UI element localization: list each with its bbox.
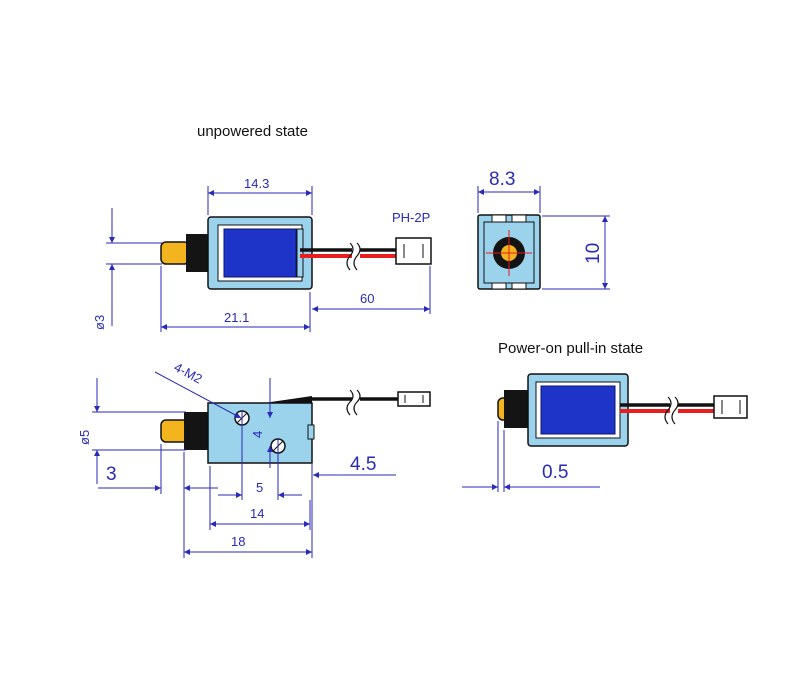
coil bbox=[223, 228, 297, 278]
dim-pulled-gap: 0.5 bbox=[462, 421, 600, 492]
dim-shaft-dia: ø5 bbox=[77, 378, 186, 484]
dim-top-width: 14.3 bbox=[207, 176, 313, 215]
dim-body-length: 18 bbox=[184, 534, 312, 555]
dim-label-4: 4 bbox=[250, 431, 265, 438]
collar bbox=[186, 234, 210, 272]
dim-plunger-dia: ø3 bbox=[92, 208, 162, 330]
dim-label-14: 14 bbox=[250, 506, 264, 521]
dim-label-21-1: 21.1 bbox=[224, 310, 249, 325]
dim-label-10: 10 bbox=[583, 243, 604, 264]
title-power-on: Power-on pull-in state bbox=[498, 340, 643, 357]
dim-label-8-3: 8.3 bbox=[489, 169, 515, 190]
dim-stroke: 3 bbox=[98, 444, 218, 558]
dim-label-phi3: ø3 bbox=[92, 315, 107, 330]
plunger bbox=[160, 241, 190, 265]
solenoid-bottom-view bbox=[160, 389, 431, 464]
dim-hole-offsets: 4 bbox=[241, 378, 279, 500]
solenoid-end-view bbox=[477, 214, 541, 290]
dim-overall-length: 21.1 bbox=[160, 266, 311, 332]
title-unpowered: unpowered state bbox=[197, 123, 308, 140]
dim-label-60: 60 bbox=[360, 291, 374, 306]
solenoid-power-on-view bbox=[497, 373, 748, 447]
dim-wire-length: 60 bbox=[312, 266, 431, 314]
dim-label-0-5: 0.5 bbox=[542, 462, 568, 483]
dim-label-4-m2: 4-M2 bbox=[172, 359, 205, 386]
dim-hole-spacing: 14 bbox=[209, 466, 311, 530]
dim-label-4-5: 4.5 bbox=[350, 454, 376, 475]
dim-side-gap: 4.5 bbox=[311, 454, 396, 558]
connector-ph2p bbox=[395, 237, 432, 265]
solenoid-unpowered-side-view bbox=[160, 216, 432, 290]
dim-end-height: 10 bbox=[542, 215, 610, 290]
dim-end-width: 8.3 bbox=[477, 169, 541, 213]
connector-label: PH-2P bbox=[392, 210, 430, 225]
dim-label-18: 18 bbox=[231, 534, 245, 549]
dim-label-5: 5 bbox=[256, 480, 263, 495]
dim-label-14-3: 14.3 bbox=[244, 176, 269, 191]
dim-label-3: 3 bbox=[106, 464, 117, 485]
dim-hole-horizontal: 5 bbox=[218, 480, 302, 498]
dim-label-phi5: ø5 bbox=[77, 430, 92, 445]
